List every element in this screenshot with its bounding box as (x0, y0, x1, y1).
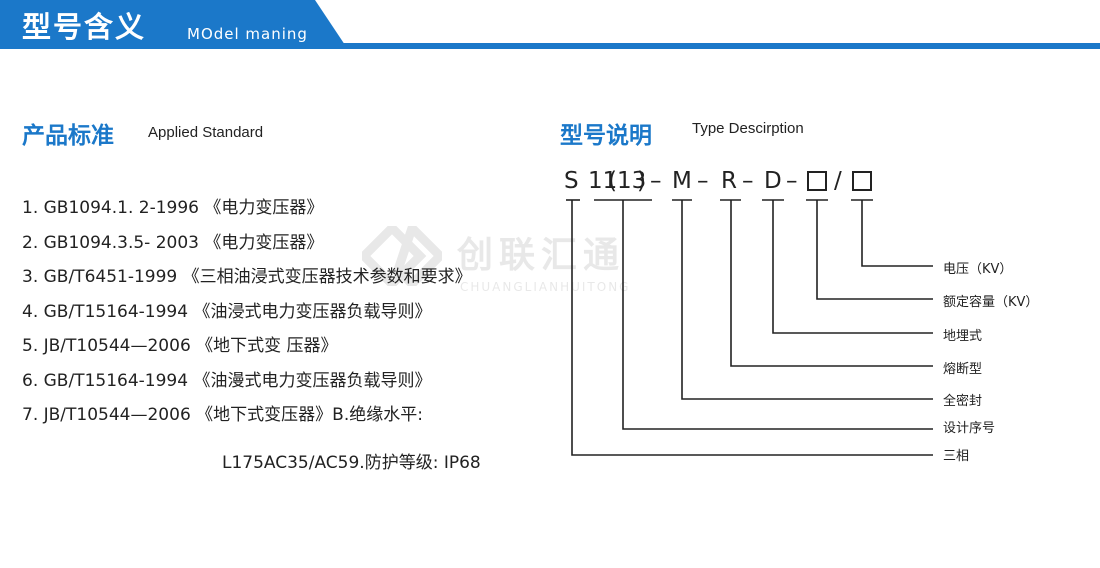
code-dash: – (650, 168, 662, 194)
code-paren-right: ) (637, 168, 646, 194)
standards-list: 1. GB1094.1. 2-1996 《电力变压器》 2. GB1094.3.… (22, 193, 472, 435)
type-desc-subtitle: Type Descirption (692, 120, 804, 137)
watermark-text: 创联汇通 (457, 235, 626, 276)
leader-three-phase (571, 200, 933, 456)
label-rated-capacity: 额定容量（KV） (943, 295, 1039, 310)
leader-sealed (681, 200, 933, 400)
standard-item: 1. GB1094.1. 2-1996 《电力变压器》 (22, 198, 324, 218)
code-d: D (764, 168, 782, 194)
standard-item: 6. GB/T15164-1994 《油漫式电力变压器负载导则》 (22, 370, 432, 391)
header-underline (0, 43, 1100, 49)
code-voltage-box (852, 171, 872, 191)
label-voltage: 电压（KV） (943, 262, 1013, 277)
page-title: 型号含义 (22, 10, 147, 44)
standard-item-continuation: L175AC35/AC59.防护等级: IP68 (222, 453, 481, 473)
leader-voltage (861, 200, 933, 267)
leader-fuse (730, 200, 933, 367)
standard-item: 5. JB/T10544—2006 《地下式变 压器》 (22, 336, 338, 356)
header-bar: 型号含义 MOdel maning (0, 0, 1100, 50)
watermark: 创联汇通 CHUANGLIANHUITONG (357, 219, 628, 294)
standards-subtitle: Applied Standard (148, 124, 264, 141)
standard-item: 4. GB/T15164-1994 《油浸式电力变压器负载导则》 (22, 301, 432, 322)
standard-item: 7. JB/T10544—2006 《地下式变压器》B.绝缘水平: (22, 405, 423, 425)
label-fuse-type: 熔断型 (943, 362, 983, 377)
code-dash: – (697, 168, 709, 194)
code-paren-left: ( (608, 168, 617, 194)
standards-title: 产品标准 (22, 123, 114, 149)
code-capacity-box (807, 171, 827, 191)
type-desc-title: 型号说明 (560, 123, 652, 149)
watermark-pinyin: CHUANGLIANHUITONG (460, 280, 631, 294)
label-buried-type: 地埋式 (943, 329, 983, 344)
code-dash: – (742, 168, 754, 194)
standard-item: 2. GB1094.3.5- 2003 《电力变压器》 (22, 232, 324, 253)
leader-capacity (816, 200, 933, 300)
label-fully-sealed: 全密封 (943, 394, 983, 409)
code-design-13: 13 (617, 168, 647, 194)
watermark-logo-icon (357, 219, 447, 291)
code-slash: / (834, 168, 842, 194)
code-dash: – (786, 168, 798, 194)
label-three-phase: 三相 (943, 449, 970, 464)
standard-item: 3. GB/T6451-1999 《三相油浸式变压器技术参数和要求》 (22, 267, 472, 287)
code-design-11: 11 (588, 168, 618, 194)
header-tab (0, 0, 345, 45)
page-subtitle: MOdel maning (187, 25, 308, 43)
label-design-number: 设计序号 (943, 421, 996, 436)
leader-design-no (622, 200, 933, 430)
code-series-s: S (564, 168, 579, 194)
leader-buried (772, 200, 933, 334)
code-m: M (672, 168, 692, 194)
code-r: R (721, 168, 737, 194)
